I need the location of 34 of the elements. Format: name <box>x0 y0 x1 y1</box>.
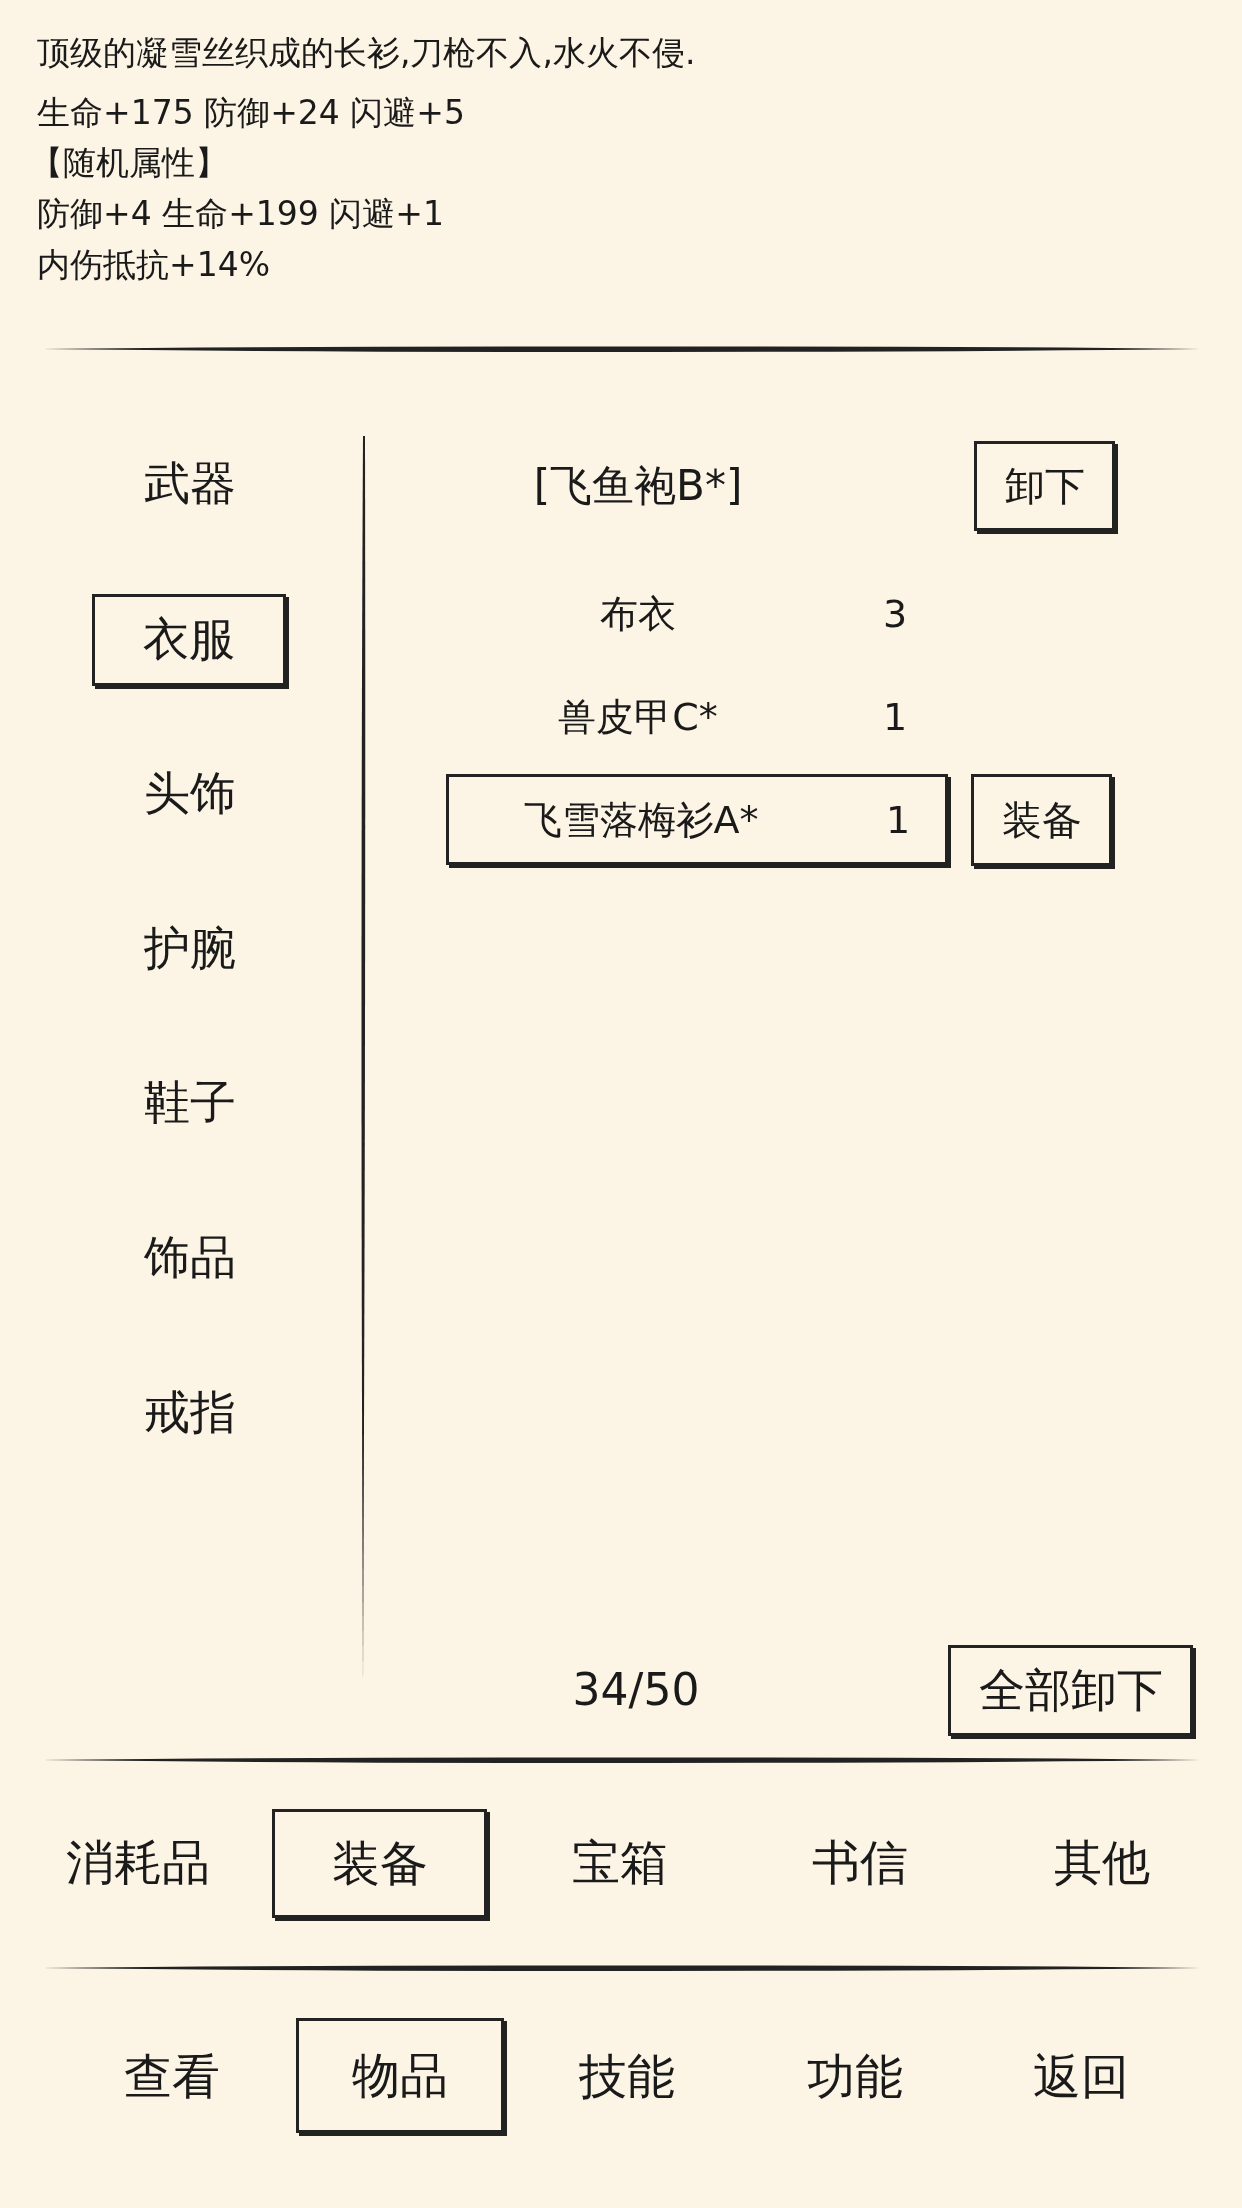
page-counter: 34/50 <box>572 1664 700 1716</box>
menu-item: 饰品 <box>144 1230 236 1284</box>
stat-heading: 【随机属性】 <box>30 144 228 182</box>
tab-label: 宝箱 <box>572 1835 668 1891</box>
item-name: 飞雪落梅衫A* <box>523 796 759 843</box>
tab-label: 消耗品 <box>66 1835 210 1891</box>
equipped-item-name: [飞鱼袍B*] <box>533 461 743 511</box>
menu-item: 头饰 <box>144 766 236 820</box>
menu-item: 武器 <box>144 456 236 510</box>
item-count: 1 <box>882 696 908 740</box>
selected-tab: 装备 <box>272 1809 487 1918</box>
stat-text: 内伤抵抗+14% <box>37 246 270 284</box>
unequip-all-button: 全部卸下 <box>948 1645 1193 1736</box>
selected-category-tab: 衣服 <box>92 594 286 686</box>
unequip-button: 卸下 <box>974 441 1115 531</box>
nav-label: 技能 <box>579 2049 675 2105</box>
tab-label: 书信 <box>812 1835 908 1891</box>
tab-label: 其他 <box>1054 1835 1150 1891</box>
item-count: 3 <box>882 593 908 637</box>
stat-text: 防御+4 生命+199 闪避+1 <box>37 195 444 233</box>
menu-item: 鞋子 <box>144 1075 236 1129</box>
menu-item: 护腕 <box>144 921 236 975</box>
selected-nav-tab: 物品 <box>296 2018 504 2133</box>
item-name: 兽皮甲C* <box>558 696 718 740</box>
item-count: 1 <box>885 797 911 842</box>
nav-label: 功能 <box>807 2049 903 2105</box>
stat-text: 生命+175 防御+24 闪避+5 <box>37 94 465 132</box>
item-name: 布衣 <box>600 593 676 637</box>
description-text: 顶级的凝雪丝织成的长衫,刀枪不入,水火不侵. <box>37 34 696 72</box>
nav-label: 返回 <box>1033 2049 1129 2105</box>
equip-button: 装备 <box>971 774 1112 866</box>
selected-item-row <box>446 774 948 865</box>
menu-item: 戒指 <box>144 1385 236 1439</box>
nav-label: 查看 <box>124 2049 220 2105</box>
